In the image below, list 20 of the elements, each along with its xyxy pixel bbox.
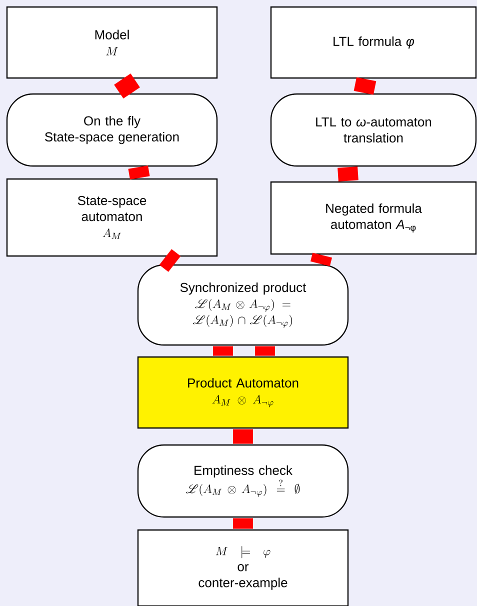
connector-band — [213, 346, 233, 356]
result-box: Product Automaton $A_M \otimes A_{\neg\varphi}$ — [137, 356, 349, 429]
process-rounded-box: Emptiness check $\mathscr{L}(A_M \otimes A_{\neg\varphi}) \stackrel{?}{=} \emptyset$ — [137, 444, 349, 518]
connector-band — [128, 166, 150, 180]
process-box: Model $M$ — [6, 6, 218, 79]
process-box: Negated formula automaton A$_{¬φ}$ — [270, 181, 477, 255]
process-box: LTL formula φ — [270, 6, 477, 79]
connector-band — [255, 346, 275, 356]
connector-band — [338, 166, 358, 182]
connector-band — [233, 518, 253, 529]
connector-band — [114, 74, 140, 99]
process-box: State-space automaton $A_M$ — [6, 178, 218, 257]
process-rounded-box: LTL to ω-automaton translation — [270, 93, 477, 167]
process-rounded-box: On the fly State-space generation — [6, 93, 218, 167]
connector-band — [159, 249, 181, 272]
connector-band — [310, 252, 332, 266]
connector-band — [354, 77, 376, 95]
process-rounded-box: Synchronized product $\mathscr{L}(A_M \otimes A_{\neg\varphi}) = \mathscr{L}(A_M) \cap \mathscr{L}(A_{\neg\varphi})$ — [137, 264, 349, 346]
process-box: $M \models \varphi$ or conter-example — [137, 529, 349, 606]
connector-band — [233, 429, 253, 444]
